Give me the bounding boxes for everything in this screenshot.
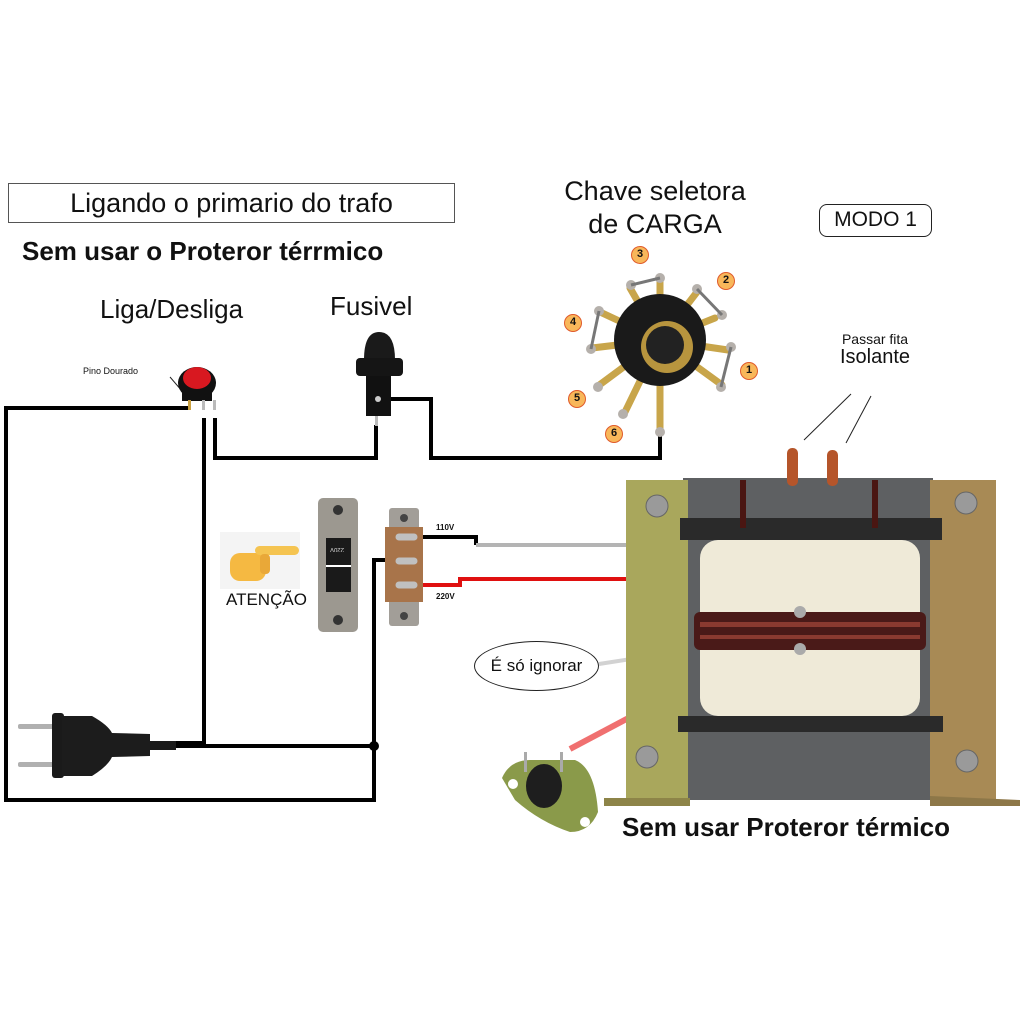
selector-switch — [586, 273, 736, 437]
selector-title-line1: Chave seletora — [564, 176, 746, 206]
selector-title-line2: de CARGA — [588, 209, 722, 239]
attention-label: ATENÇÃO — [226, 590, 307, 609]
tape-note-line1: Passar fita — [841, 331, 909, 347]
junction-node — [369, 741, 379, 751]
thermal-caption: Sem usar Proteror térmico — [622, 812, 951, 842]
tape-note: Passar fita Isolante — [840, 330, 911, 368]
wire-fuse-to-selector — [378, 397, 662, 460]
slider-voltage-text: 220V — [330, 546, 345, 552]
copper-lead-2 — [827, 450, 838, 486]
transformer — [604, 448, 1020, 806]
pin-note-label: Pino Dourado — [83, 366, 139, 376]
pointing-hand-icon — [220, 532, 300, 589]
position-badge-1: 1 — [740, 362, 758, 380]
tape-pointer-1 — [803, 393, 852, 441]
voltage-switch-back — [385, 508, 423, 626]
tape-note-line2: Isolante — [840, 346, 911, 368]
golden-pin — [188, 400, 191, 410]
thermal-protector — [502, 752, 598, 832]
wire-110v-stub — [420, 535, 478, 545]
position-badge-3: 3 — [631, 246, 649, 264]
power-plug — [18, 713, 176, 778]
wire-switch-to-plug — [175, 418, 206, 745]
diagram-subtitle: Sem usar o Proteror térrmico — [22, 236, 384, 266]
power-switch-label: Liga/Desliga — [100, 294, 244, 324]
fuse-label: Fusivel — [330, 291, 413, 321]
wire-switch-pin-to-neutral-loop — [4, 406, 376, 802]
tape-pointer-2 — [845, 395, 872, 444]
position-badge-5: 5 — [568, 390, 586, 408]
position-badge-2: 2 — [717, 272, 735, 290]
fuse-holder — [356, 332, 403, 426]
diagram-title: Ligando o primario do trafo — [8, 183, 455, 223]
voltage-switch-front — [318, 498, 358, 632]
position-badge-6: 6 — [605, 425, 623, 443]
label-110v: 110V — [436, 523, 455, 532]
mode-badge: MODO 1 — [819, 204, 932, 237]
selector-switch-title: Chave seletora de CARGA — [540, 175, 770, 241]
black-wires — [4, 397, 662, 802]
label-220v: 220V — [436, 592, 455, 601]
copper-lead-1 — [787, 448, 798, 486]
power-switch — [178, 367, 216, 410]
ignore-note: É só ignorar — [474, 641, 599, 691]
wire-switch-to-fuse — [213, 418, 378, 460]
position-badge-4: 4 — [564, 314, 582, 332]
